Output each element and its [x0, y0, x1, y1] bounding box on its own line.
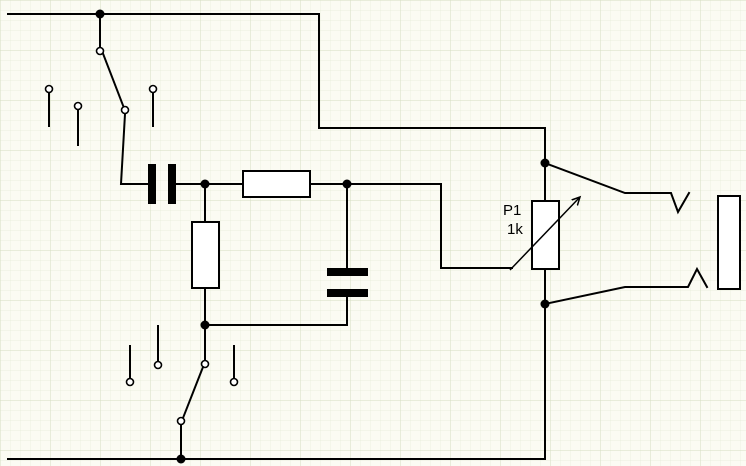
switch-position-terminal	[120, 105, 130, 115]
switch-common-terminal	[200, 359, 210, 369]
junction-dot	[540, 158, 550, 168]
bottom-selector-switch	[125, 324, 239, 460]
shunt-resistor	[191, 183, 220, 326]
output-jack	[543, 161, 741, 306]
switch-position-terminal	[125, 377, 135, 387]
variable-arrow	[509, 197, 580, 271]
junction-dot	[95, 9, 105, 19]
junction-dot	[176, 454, 186, 464]
top-rail-wire	[7, 13, 546, 164]
series-resistor	[242, 170, 513, 269]
switch-position-terminal	[44, 84, 54, 94]
switch-position-terminal	[153, 360, 163, 370]
junction-dot	[342, 179, 352, 189]
switch-position-terminal	[73, 101, 83, 111]
junction-dot	[200, 320, 210, 330]
switch-position-terminal	[148, 84, 158, 94]
switch-position-terminal	[229, 377, 239, 387]
bottom-rail-wire	[7, 303, 546, 460]
potentiometer-value-label: 1k	[507, 221, 523, 238]
junction-dot	[200, 179, 210, 189]
jack-socket	[717, 195, 741, 290]
junction-dot	[540, 299, 550, 309]
switch-position-terminal	[176, 416, 186, 426]
potentiometer-p1: P1 1k	[503, 162, 580, 305]
shunt-capacitor	[204, 183, 368, 326]
top-selector-switch	[44, 13, 158, 185]
switch-common-terminal	[95, 46, 105, 56]
potentiometer-name-label: P1	[503, 202, 521, 219]
